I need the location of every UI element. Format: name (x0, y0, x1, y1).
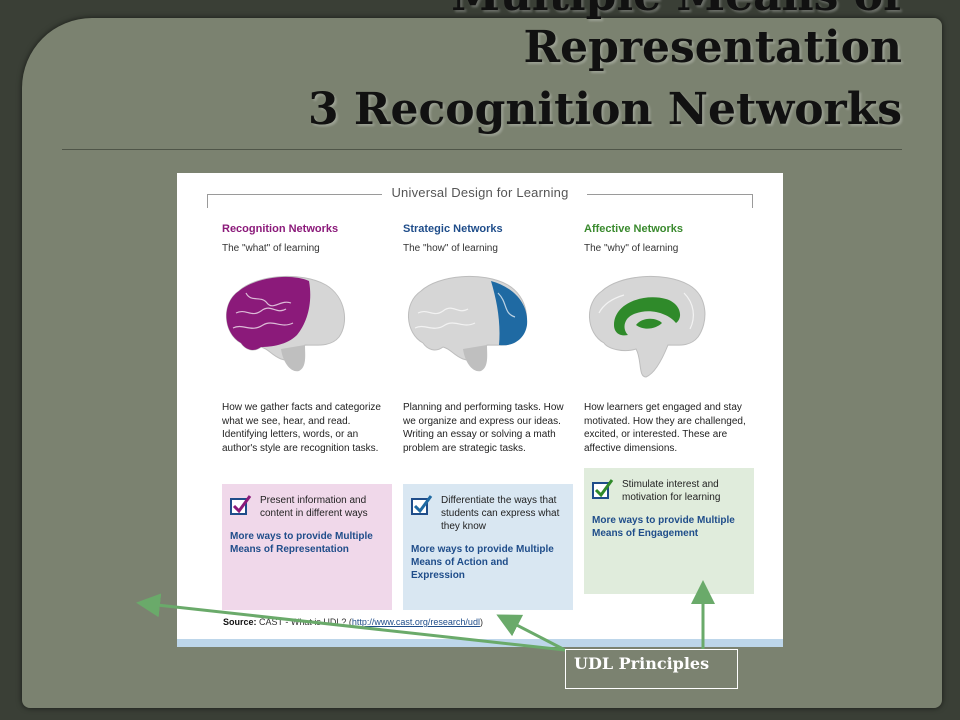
recognition-more-link[interactable]: More ways to provide Multiple Means of R… (230, 531, 373, 555)
brain-recognition-icon (226, 275, 346, 372)
recognition-box: Present information and content in diffe… (222, 484, 392, 610)
strategic-box-text: Differentiate the ways that students can… (441, 495, 560, 532)
affective-description: How learners get engaged and stay motiva… (584, 402, 746, 454)
slide-title-line-2: Representation (523, 22, 902, 73)
checkbox-check-icon (230, 495, 252, 515)
source-url-link[interactable]: http://www.cast.org/research/udl (351, 617, 480, 627)
strategic-box: Differentiate the ways that students can… (403, 484, 573, 610)
figure-bottom-bar (177, 639, 783, 647)
udl-figure: Universal Design for Learning Recognitio… (177, 173, 783, 647)
recognition-title: Recognition Networks (222, 223, 339, 235)
affective-more-link[interactable]: More ways to provide Multiple Means of E… (592, 515, 735, 539)
recognition-subtitle: The "what" of learning (222, 243, 320, 254)
source-label: Source: (223, 617, 257, 627)
source-end: ) (479, 617, 483, 627)
slide-title-line-3: 3 Recognition Networks (308, 84, 902, 135)
slide-title-line-1: Multiple Means of (142, 0, 902, 21)
strategic-more-link[interactable]: More ways to provide Multiple Means of A… (411, 544, 554, 581)
strategic-title: Strategic Networks (403, 223, 503, 235)
header-rule-left-tick (207, 194, 208, 208)
source-text: CAST - What is UDL? ( (259, 617, 352, 627)
header-rule-right-tick (752, 194, 753, 208)
affective-title: Affective Networks (584, 223, 684, 235)
header-rule-left (207, 194, 382, 195)
strategic-column: Strategic Networks The "how" of learning (403, 223, 573, 254)
title-divider (62, 149, 902, 150)
checkbox-check-icon (592, 479, 614, 499)
checkbox-check-icon (411, 495, 433, 515)
affective-box: Stimulate interest and motivation for le… (584, 468, 754, 594)
header-rule-right (587, 194, 752, 195)
affective-column: Affective Networks The "why" of learning (584, 223, 754, 254)
udl-principles-label: UDL Principles (565, 649, 738, 689)
figure-source: Source: CAST - What is UDL? (http://www.… (223, 617, 483, 627)
strategic-subtitle: The "how" of learning (403, 243, 498, 254)
recognition-description: How we gather facts and categorize what … (222, 402, 381, 454)
figure-title: Universal Design for Learning (391, 185, 569, 200)
brain-affective-icon (589, 275, 706, 378)
recognition-box-text: Present information and content in diffe… (260, 495, 368, 519)
strategic-description: Planning and performing tasks. How we or… (403, 402, 564, 454)
affective-subtitle: The "why" of learning (584, 243, 679, 254)
brain-strategic-icon (408, 275, 528, 372)
affective-box-text: Stimulate interest and motivation for le… (622, 479, 721, 503)
recognition-column: Recognition Networks The "what" of learn… (222, 223, 392, 254)
